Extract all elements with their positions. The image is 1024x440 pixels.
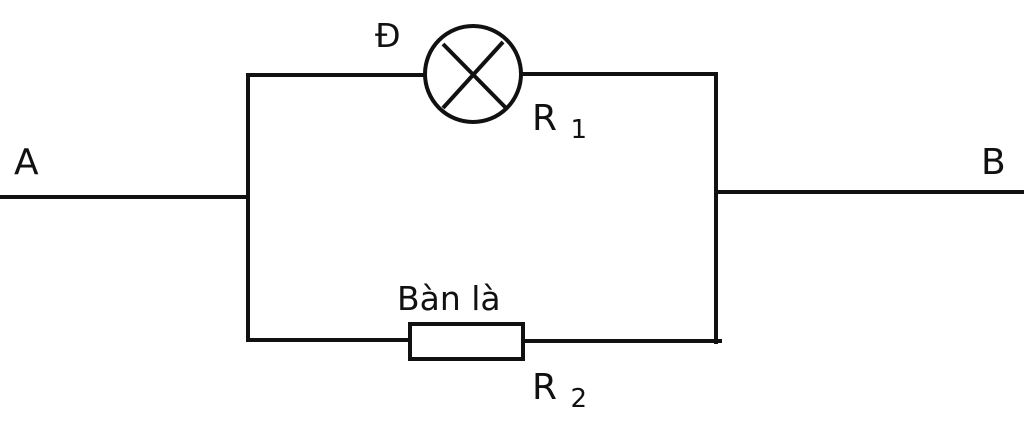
iron-resistor-symbol xyxy=(408,322,525,361)
r2-label: R 2 xyxy=(532,367,587,414)
r2-subscript: 2 xyxy=(570,384,587,414)
r2-symbol: R xyxy=(532,367,557,408)
lamp-cross-line-2 xyxy=(441,40,505,110)
iron-label: Bàn là xyxy=(397,279,501,318)
r1-subscript: 1 xyxy=(570,115,587,145)
r1-label: R 1 xyxy=(532,98,587,145)
node-b-label: B xyxy=(981,142,1006,183)
node-a-label: A xyxy=(14,142,39,183)
lamp-label: Đ xyxy=(375,16,401,55)
lamp-symbol xyxy=(423,24,523,124)
r1-symbol: R xyxy=(532,98,557,139)
